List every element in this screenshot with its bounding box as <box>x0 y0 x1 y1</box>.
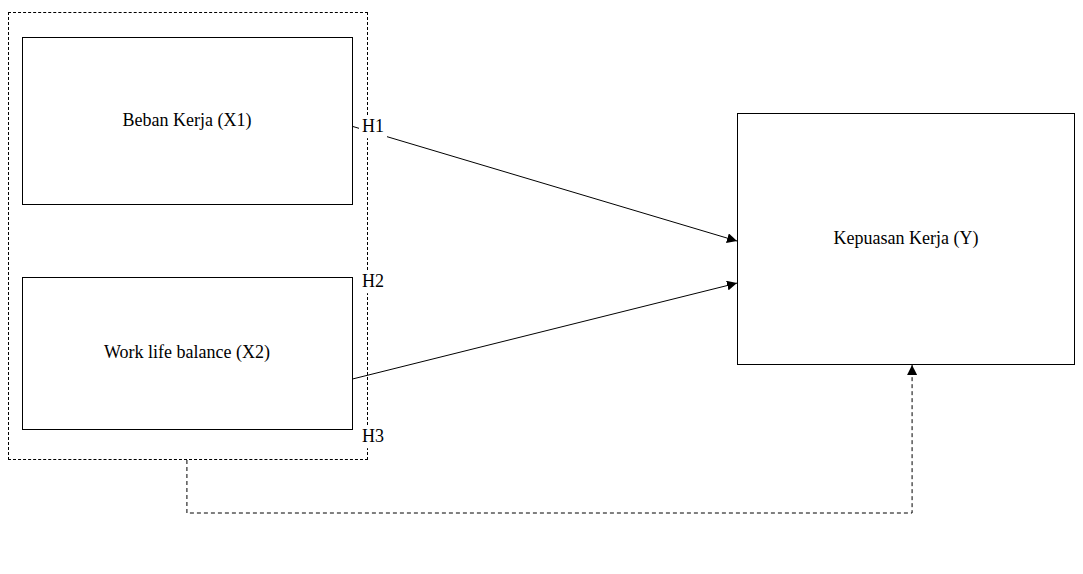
variable-name: Beban Kerja (X1) <box>123 110 252 132</box>
variable-box: Work life balance (X2) <box>22 277 353 430</box>
variable-box: Beban Kerja (X1) <box>22 37 353 205</box>
variable-group: Beban Kerja (X1) Work life balance (X2) <box>8 12 368 460</box>
hypothesis-label: H3 <box>359 426 387 448</box>
variable-name: Work life balance (X2) <box>104 342 270 364</box>
arrow <box>353 283 738 379</box>
variable-name: Kepuasan Kerja (Y) <box>834 228 979 250</box>
hypothesis-label: H2 <box>359 271 387 293</box>
variable-box: Kepuasan Kerja (Y) <box>737 113 1075 365</box>
arrow <box>353 126 738 241</box>
hypothesis-label: H1 <box>359 116 387 138</box>
